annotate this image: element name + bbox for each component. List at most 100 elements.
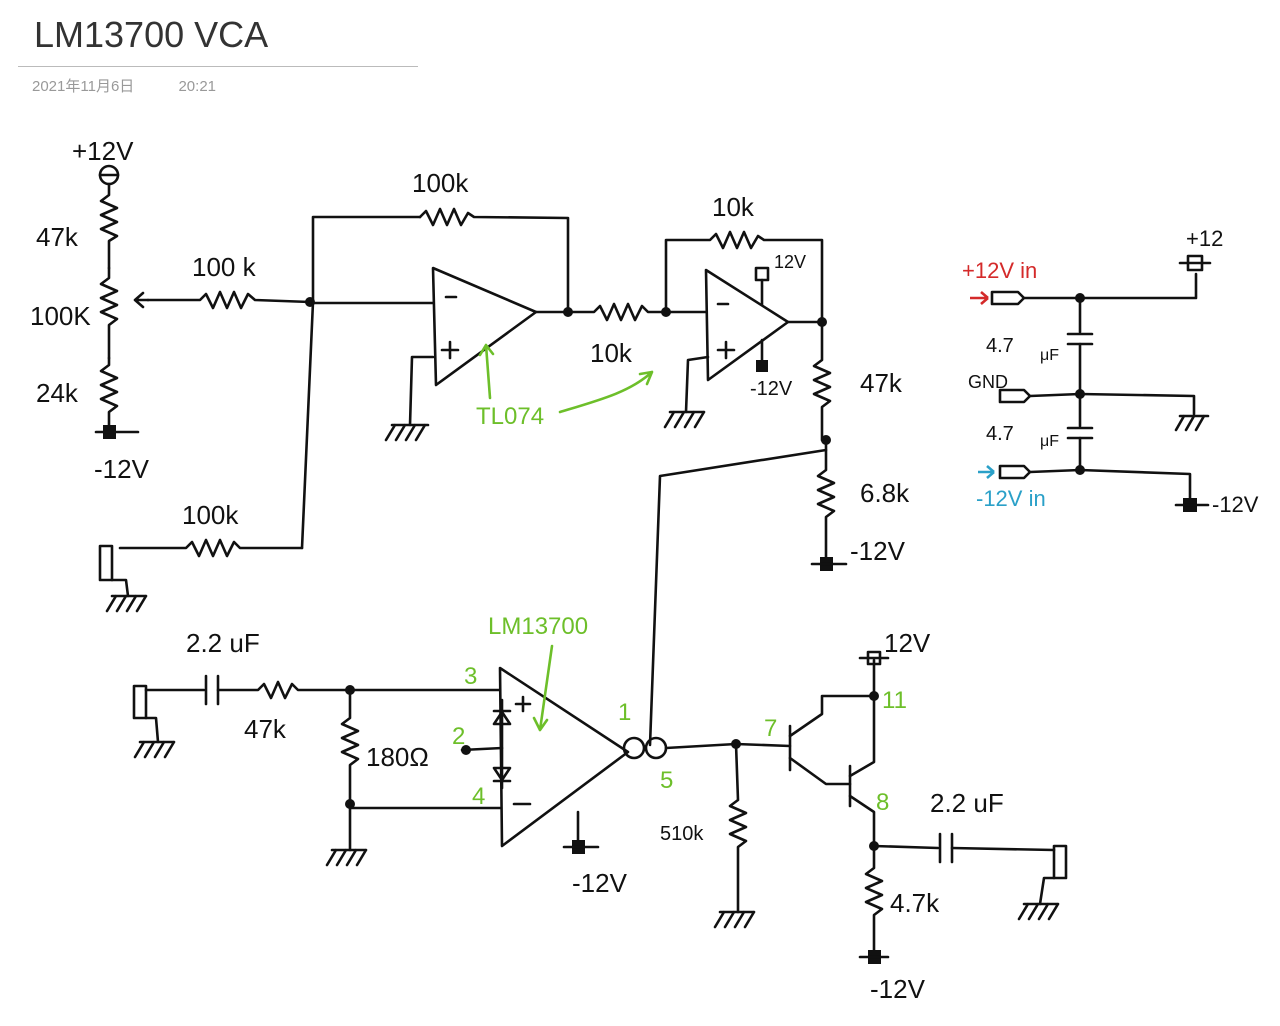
label-r-feedback1: 100k — [412, 168, 469, 198]
label-ota-chip: LM13700 — [488, 613, 588, 640]
label-psu-neg-rail: -12V — [1212, 492, 1259, 517]
label-psu-cap2: 4.7 — [986, 423, 1014, 445]
label-psu-cap2-unit: μF — [1040, 433, 1059, 450]
label-pin7: 7 — [764, 715, 777, 742]
cv-input-jack — [98, 544, 114, 582]
emitter-resistor-4k7 — [864, 844, 884, 954]
label-psu-pos-rail: +12 — [1186, 226, 1223, 251]
label-output-cap: 2.2 uF — [930, 788, 1004, 818]
label-r-pot-to-mixer: 100 k — [192, 252, 257, 282]
pos-rail-input-connector — [990, 290, 1026, 306]
resistor-divider-top — [812, 320, 832, 442]
label-psu-cap1-unit: μF — [1040, 347, 1059, 364]
summing-inverter: 100k 100 k 100k — [98, 168, 573, 613]
linearizing-diode-top — [492, 710, 512, 726]
label-psu-cap1: 4.7 — [986, 335, 1014, 357]
ground-audio-out — [1017, 902, 1060, 921]
label-psu-neg-in: -12V in — [976, 486, 1046, 511]
ground-audio-in — [133, 740, 176, 759]
power-supply: +12V in -12V in +12 4.7 μF GND 4.7 μF -1… — [962, 226, 1259, 517]
label-opamp2-supply-pos: 12V — [774, 252, 806, 272]
label-pot: 100K — [30, 301, 91, 331]
potentiometer-100k — [99, 266, 119, 360]
label-buffer-supply: 12V — [884, 628, 931, 658]
label-r-cv-in: 100k — [182, 500, 239, 530]
label-emitter-supply: -12V — [870, 974, 926, 1004]
resistor-cv-in — [118, 538, 304, 558]
annotation-arrow-ota — [532, 644, 554, 732]
ground-opamp-1 — [384, 423, 430, 442]
label-pin1: 1 — [618, 699, 631, 726]
input-resistor-47k — [216, 680, 352, 700]
pot-divider: +12V 47k 100K 24k -12V — [30, 136, 150, 484]
label-input-cap: 2.2 uF — [186, 628, 260, 658]
annotation-arrow-opamp1 — [478, 343, 495, 400]
label-emitter-resistor: 4.7k — [890, 888, 940, 918]
label-r-feedback2: 10k — [712, 192, 755, 222]
resistor-out-load — [728, 742, 748, 914]
opamp-2 — [704, 268, 790, 382]
audio-input: 2.2 uF 47k 180Ω — [132, 628, 429, 867]
cv-divider: 47k 6.8k -12V — [648, 320, 910, 747]
ground-opamp-2 — [663, 410, 706, 429]
darlington-buffer: 7 11 8 12V 2.2 uF 4.7k -12V — [734, 628, 1068, 1004]
label-r-between-opamps: 10k — [590, 338, 633, 368]
ota-triangle — [498, 666, 630, 848]
opamp-1 — [431, 266, 538, 387]
label-shunt-resistor: 180Ω — [366, 742, 429, 772]
resistor-24k — [99, 356, 119, 430]
label-pot-bottom-supply: -12V — [94, 454, 150, 484]
annotation-arrow-opamp2 — [558, 370, 654, 414]
opamp2-neg-supply — [756, 360, 768, 372]
resistor-feedback-2 — [664, 230, 824, 324]
ground-shunt — [325, 848, 368, 867]
opamp2-pos-supply — [754, 266, 770, 282]
resistor-feedback-1 — [418, 207, 570, 312]
label-r-out-load: 510k — [660, 823, 704, 845]
page-meta: 2021年11月6日 20:21 — [32, 75, 418, 96]
pin2-diode-bias — [461, 745, 471, 755]
audio-input-jack — [132, 684, 148, 720]
junction-neg-rail — [1075, 465, 1085, 475]
resistor-divider-bottom — [816, 438, 836, 562]
ota-lm13700: LM13700 3 2 4 1 5 -12V 510k — [348, 613, 756, 929]
neg-in-arrow — [978, 465, 995, 479]
page-title: LM13700 VCA — [34, 14, 269, 55]
resistor-between-opamps — [566, 302, 668, 322]
iabc-current-source-a — [622, 736, 646, 760]
shunt-resistor-180 — [340, 688, 360, 806]
resistor-pot-to-mixer — [146, 290, 312, 310]
page-date: 2021年11月6日 — [32, 78, 135, 95]
label-psu-pos-in: +12V in — [962, 258, 1037, 283]
label-ota-supply: -12V — [572, 868, 628, 898]
label-pin5: 5 — [660, 767, 673, 794]
neg-rail-input-connector — [998, 464, 1032, 480]
ground-psu — [1174, 414, 1210, 432]
label-r-bottom: 24k — [36, 378, 79, 408]
label-pin2: 2 — [452, 723, 465, 750]
label-pot-top-supply: +12V — [72, 136, 134, 166]
ground-ota-out — [713, 910, 756, 929]
page-time: 20:21 — [178, 78, 217, 95]
linearizing-diode-bottom — [492, 766, 512, 782]
label-r-divider-top: 47k — [860, 368, 903, 398]
label-opamp2-supply-neg: -12V — [750, 378, 793, 400]
label-pin4: 4 — [472, 783, 485, 810]
pos-in-arrow — [970, 291, 989, 305]
ground-cv-jack — [105, 594, 148, 613]
page-header: LM13700 VCA 2021年11月6日 20:21 — [18, 14, 418, 96]
label-psu-gnd: GND — [968, 372, 1008, 392]
label-r-divider-bottom: 6.8k — [860, 478, 910, 508]
label-pin11: 11 — [882, 687, 907, 714]
inverter-2: 10k 10k 12V -12V TL074 — [476, 192, 827, 430]
label-input-resistor: 47k — [244, 714, 287, 744]
label-opamp-chip: TL074 — [476, 403, 544, 430]
title-divider — [18, 66, 418, 67]
gnd-input-connector — [998, 388, 1032, 404]
label-pin8: 8 — [876, 789, 889, 816]
label-r-top: 47k — [36, 222, 79, 252]
iabc-current-source-b — [644, 736, 668, 760]
resistor-47k — [99, 182, 119, 270]
label-pin3: 3 — [464, 663, 477, 690]
